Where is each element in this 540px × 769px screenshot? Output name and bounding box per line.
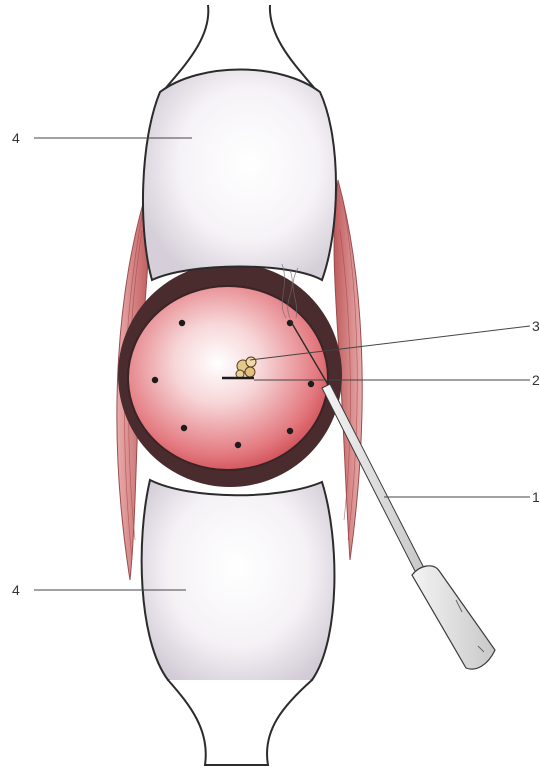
label-4-bottom: 4 xyxy=(12,583,20,597)
label-3: 3 xyxy=(532,319,540,333)
label-2: 2 xyxy=(532,373,540,387)
label-1: 1 xyxy=(532,490,540,504)
probe-handle xyxy=(412,566,495,669)
probe-shaft xyxy=(322,384,424,573)
label-4-top: 4 xyxy=(12,131,20,145)
lower-cartilage xyxy=(142,480,335,699)
upper-cartilage xyxy=(143,70,336,281)
lower-bone-shaft xyxy=(168,680,312,765)
